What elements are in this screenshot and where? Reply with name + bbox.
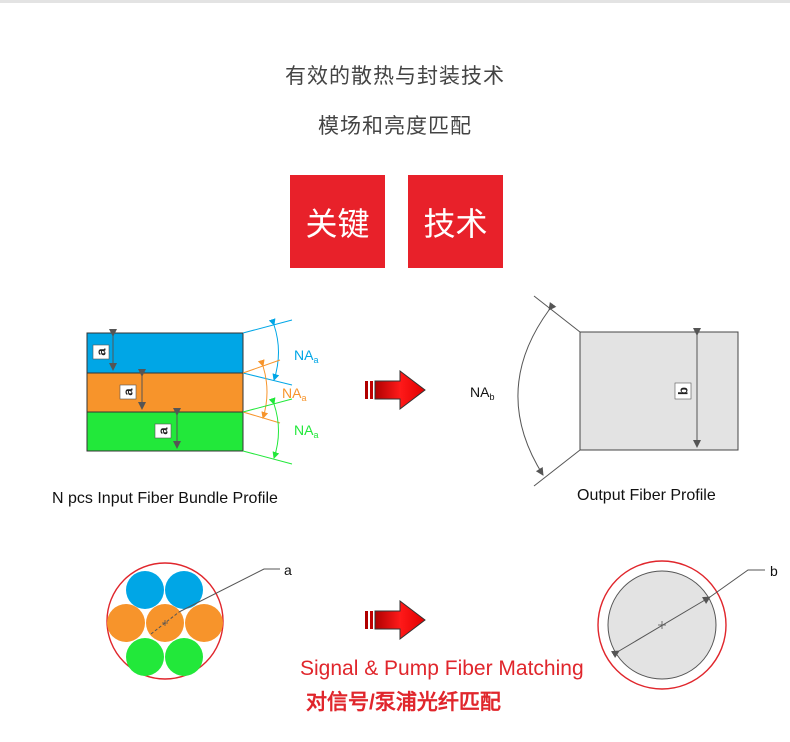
key-box-1: 关键 — [290, 175, 385, 268]
heading-line-2: 模场和亮度匹配 — [318, 114, 472, 138]
matching-caption-cn: 对信号/泵浦光纤匹配 — [306, 691, 501, 714]
output-side-label-text: b — [676, 387, 691, 395]
fiber-orange-3 — [185, 604, 223, 642]
input-caption: N pcs Input Fiber Bundle Profile — [52, 490, 278, 507]
na-main-green: NA — [294, 422, 314, 438]
layer-label-text-2: a — [121, 388, 136, 396]
layer-label-3: a — [154, 423, 172, 439]
circle-label-a: a — [284, 562, 292, 578]
output-na-label: NAb — [470, 384, 494, 402]
na-sub-blue: a — [313, 355, 318, 365]
output-na-arc — [517, 301, 557, 476]
na-cone-blue — [242, 318, 293, 386]
output-na-main: NA — [470, 384, 490, 400]
fiber-orange-1 — [107, 604, 145, 642]
circle-label-b: b — [770, 563, 778, 579]
arrow-bottom — [365, 599, 426, 641]
fiber-green-1 — [126, 638, 164, 676]
layer-blue — [86, 332, 244, 374]
key-box-2: 技术 — [408, 175, 503, 268]
fiber-green-2 — [165, 638, 203, 676]
na-label-orange: NAa — [282, 385, 306, 403]
na-cone-orange — [242, 359, 281, 424]
fiber-blue-2 — [165, 571, 203, 609]
matching-caption-en: Signal & Pump Fiber Matching — [300, 657, 584, 680]
top-divider — [0, 0, 790, 3]
output-square — [579, 331, 739, 451]
na-cone-green — [242, 397, 293, 465]
layer-label-text-1: a — [94, 348, 109, 356]
fiber-blue-1 — [126, 571, 164, 609]
output-na-sub: b — [489, 392, 494, 402]
output-side-label: b — [674, 382, 692, 400]
na-sub-orange: a — [301, 393, 306, 403]
layer-label-text-3: a — [156, 427, 171, 435]
na-label-green: NAa — [294, 422, 318, 440]
na-main-orange: NA — [282, 385, 302, 401]
na-label-blue: NAa — [294, 347, 318, 365]
layer-label-1: a — [92, 344, 110, 360]
na-main-blue: NA — [294, 347, 314, 363]
layer-orange — [86, 372, 244, 413]
heading-line-1: 有效的散热与封装技术 — [285, 64, 505, 88]
na-sub-green: a — [313, 430, 318, 440]
layer-label-2: a — [119, 384, 137, 400]
arrow-top — [365, 369, 426, 411]
output-caption: Output Fiber Profile — [577, 487, 716, 504]
